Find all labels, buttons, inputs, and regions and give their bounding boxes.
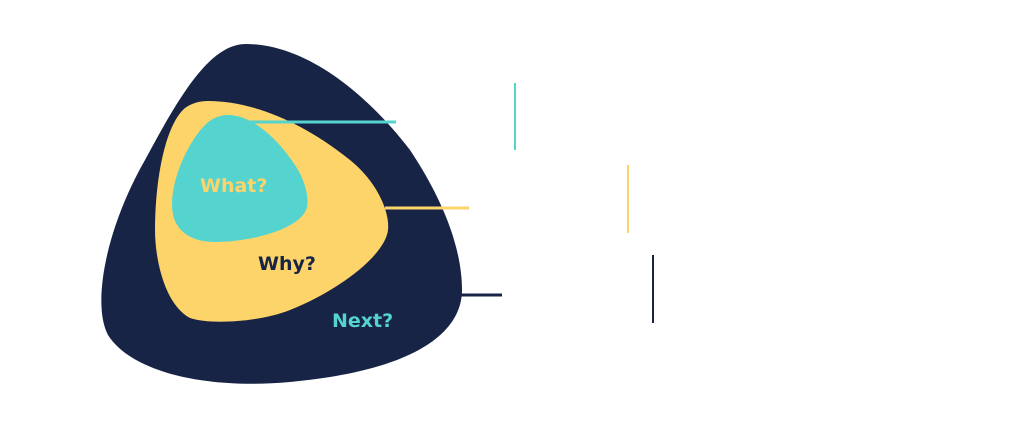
outer-layer-label: Next? <box>332 310 393 332</box>
inner-layer-shape <box>172 115 308 242</box>
inner-layer-label: What? <box>200 175 267 197</box>
middle-layer-label: Why? <box>258 253 316 275</box>
